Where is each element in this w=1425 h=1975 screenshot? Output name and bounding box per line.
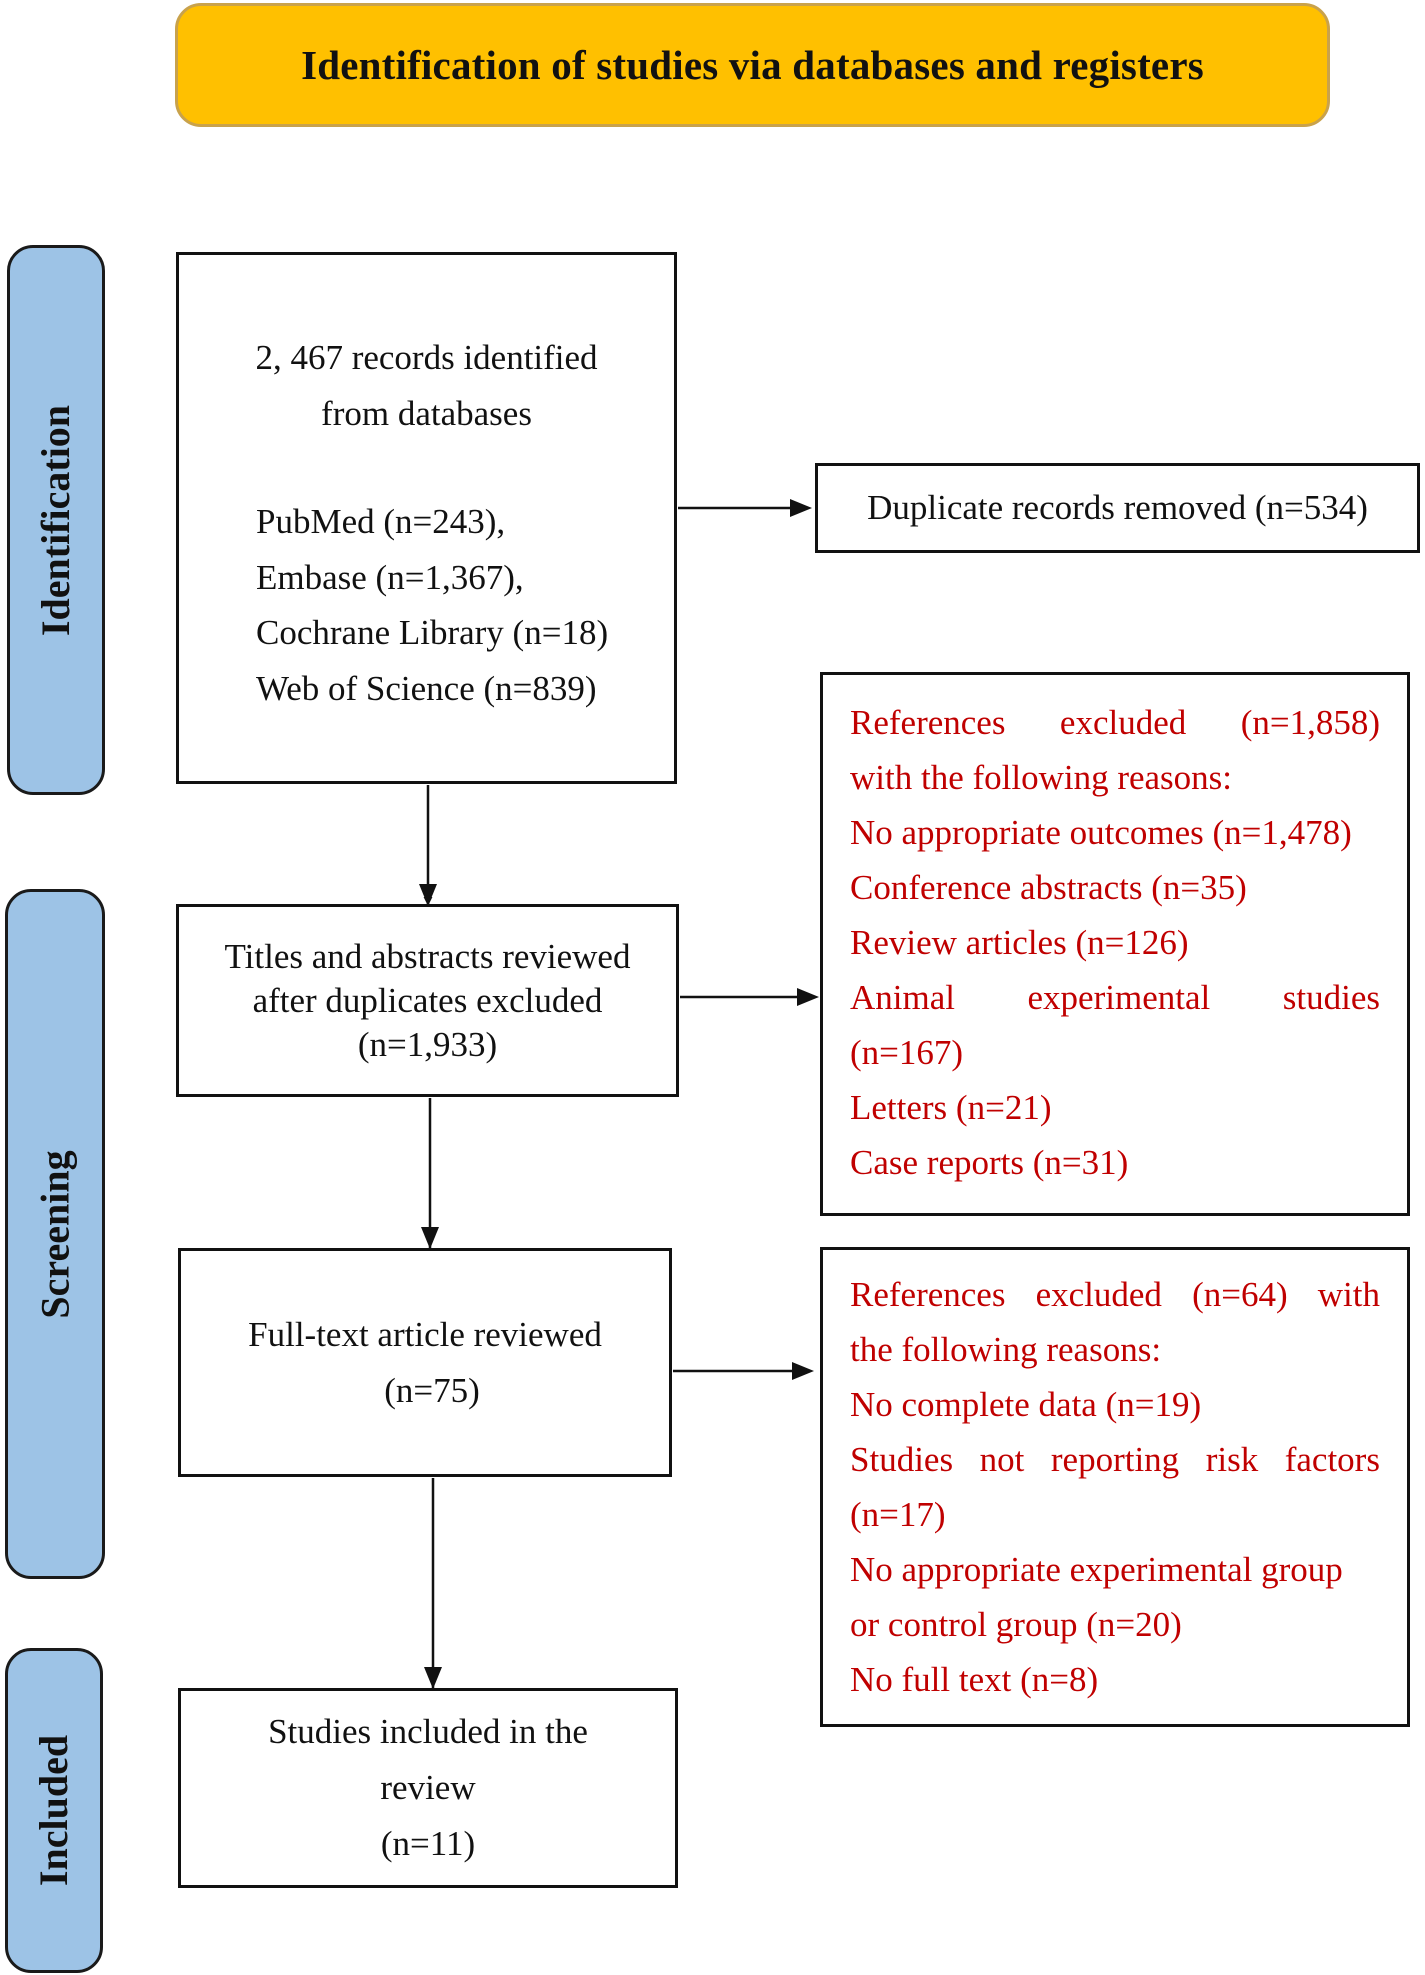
source-embase: Embase (n=1,367),	[256, 558, 524, 597]
excluded1-line3: No appropriate outcomes (n=1,478)	[850, 813, 1352, 852]
excluded2-line4: Studies not reporting risk factors	[850, 1432, 1380, 1487]
excluded2-line7: or control group (n=20)	[850, 1605, 1182, 1644]
studies-included-box: Studies included in the review (n=11)	[178, 1688, 678, 1888]
excluded1-word: experimental	[1027, 978, 1211, 1017]
excluded2-word: risk	[1205, 1440, 1259, 1479]
excluded1-word: (n=1,858)	[1240, 703, 1380, 742]
identified-line2: from databases	[321, 394, 532, 433]
identified-line1: 2, 467 records identified	[255, 338, 598, 377]
excluded2-line3: No complete data (n=19)	[850, 1385, 1202, 1424]
excluded1-line8: Letters (n=21)	[850, 1088, 1052, 1127]
excluded2-word: (n=64)	[1192, 1275, 1288, 1314]
fulltext-line2: (n=75)	[384, 1370, 480, 1410]
excluded2-word: with	[1317, 1275, 1380, 1314]
excluded1-word: References	[850, 703, 1006, 742]
excluded2-word: not	[979, 1440, 1025, 1479]
excluded2-word: excluded	[1035, 1275, 1162, 1314]
excluded1-line9: Case reports (n=31)	[850, 1143, 1129, 1182]
excluded2-line5: (n=17)	[850, 1495, 946, 1534]
excluded2-line8: No full text (n=8)	[850, 1660, 1099, 1699]
excluded2-word: factors	[1284, 1440, 1380, 1479]
excluded1-line7: (n=167)	[850, 1033, 964, 1072]
included-line1: Studies included in the	[268, 1712, 588, 1751]
header-title: Identification of studies via databases …	[301, 42, 1204, 88]
excluded1-line4: Conference abstracts (n=35)	[850, 868, 1247, 907]
excluded2-word: reporting	[1050, 1440, 1180, 1479]
excluded1-line5: Review articles (n=126)	[850, 923, 1189, 962]
excluded1-line2: with the following reasons:	[850, 758, 1233, 797]
excluded1-word: excluded	[1059, 703, 1187, 742]
excluded2-line6: No appropriate experimental group	[850, 1550, 1343, 1589]
excluded1-line6: Animal experimental studies	[850, 970, 1380, 1025]
included-line2: review	[380, 1768, 476, 1807]
stage-identification: Identification	[7, 245, 105, 795]
duplicates-text: Duplicate records removed (n=534)	[867, 488, 1368, 527]
header-banner: Identification of studies via databases …	[175, 3, 1330, 127]
excluded2-line2: the following reasons:	[850, 1330, 1162, 1369]
records-identified-box: 2, 467 records identified from databases…	[176, 252, 677, 784]
references-excluded-box-1: References excluded (n=1,858) with the f…	[820, 672, 1410, 1216]
references-excluded-box-2: References excluded (n=64) with the foll…	[820, 1247, 1410, 1727]
included-line3: (n=11)	[380, 1824, 476, 1863]
excluded2-word: References	[850, 1275, 1006, 1314]
source-web-of-science: Web of Science (n=839)	[256, 669, 597, 708]
excluded1-word: Animal	[850, 978, 955, 1017]
source-cochrane: Cochrane Library (n=18)	[256, 613, 609, 652]
screened-line1: Titles and abstracts reviewed	[224, 936, 631, 976]
excluded1-word: studies	[1282, 978, 1380, 1017]
excluded2-word: Studies	[850, 1440, 954, 1479]
fulltext-line1: Full-text article reviewed	[248, 1314, 602, 1354]
stage-screening: Screening	[5, 889, 105, 1579]
duplicates-removed-box: Duplicate records removed (n=534)	[815, 463, 1420, 553]
excluded1-line1: References excluded (n=1,858)	[850, 695, 1380, 750]
stage-included: Included	[5, 1648, 103, 1973]
titles-abstracts-box: Titles and abstracts reviewed after dupl…	[176, 904, 679, 1097]
excluded2-line1: References excluded (n=64) with	[850, 1267, 1380, 1322]
full-text-reviewed-box: Full-text article reviewed (n=75)	[178, 1248, 672, 1477]
screened-line3: (n=1,933)	[357, 1024, 498, 1064]
source-pubmed: PubMed (n=243),	[256, 502, 506, 541]
screened-line2: after duplicates excluded	[252, 980, 603, 1020]
